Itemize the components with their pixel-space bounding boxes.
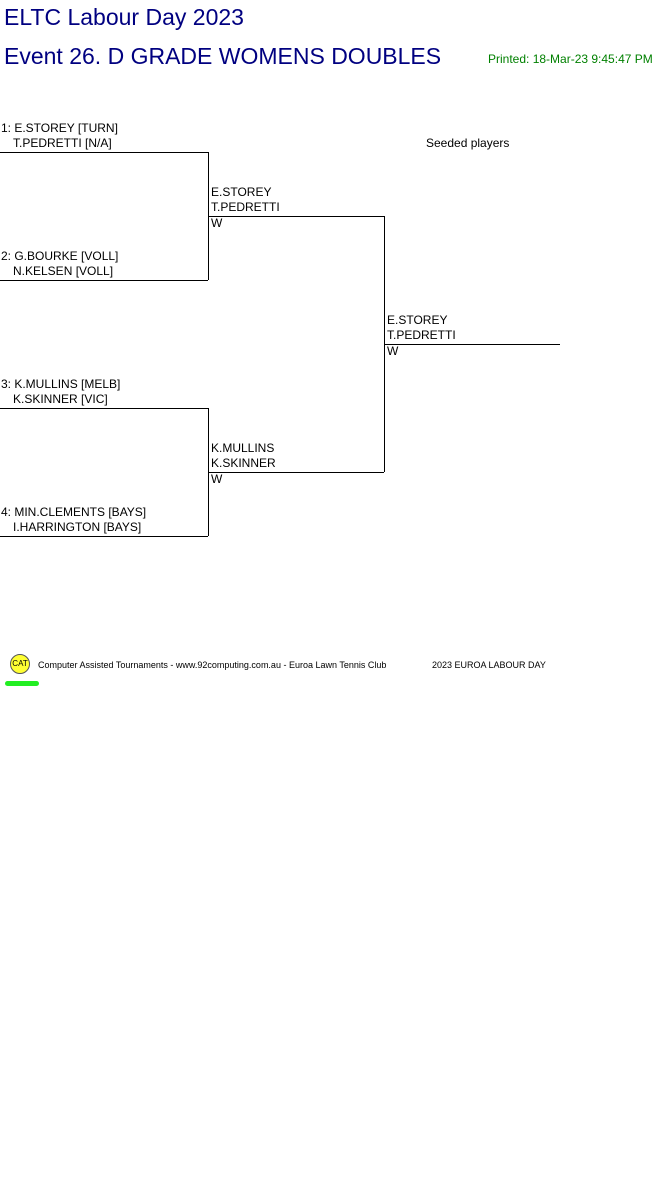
final-winner-partner: T.PEDRETTI xyxy=(387,328,456,342)
event-title: Event 26. D GRADE WOMENS DOUBLES xyxy=(4,43,442,69)
cat-logo-underline xyxy=(5,681,39,686)
tournament-title: ELTC Labour Day 2023 xyxy=(4,4,244,30)
bracket-line xyxy=(0,408,208,409)
player-name: K.MULLINS [MELB] xyxy=(14,377,121,391)
player-name: E.STOREY [TURN] xyxy=(14,121,118,135)
player-name: MIN.CLEMENTS [BAYS] xyxy=(14,505,147,519)
seed-number: 4: xyxy=(1,505,15,519)
bracket-line xyxy=(208,216,384,217)
player-name: G.BOURKE [VOLL] xyxy=(14,249,119,263)
partner-name: I.HARRINGTON [BAYS] xyxy=(13,520,142,534)
bracket-line xyxy=(0,536,208,537)
footer-credit: Computer Assisted Tournaments - www.92co… xyxy=(38,660,387,670)
semifinal-winner-2-partner: K.SKINNER xyxy=(211,456,276,470)
bracket-line xyxy=(384,344,560,345)
semifinal-winner-1-player: E.STOREY xyxy=(211,185,272,199)
seed-number: 1: xyxy=(1,121,15,135)
draw-entry-4: 4: MIN.CLEMENTS [BAYS] xyxy=(1,505,146,520)
partner-name: T.PEDRETTI [N/A] xyxy=(13,136,112,150)
match-result: W xyxy=(211,216,223,230)
seed-number: 3: xyxy=(1,377,15,391)
seeded-players-label: Seeded players xyxy=(426,136,510,150)
semifinal-winner-2-player: K.MULLINS xyxy=(211,441,275,455)
bracket-line xyxy=(208,472,384,473)
printed-timestamp: Printed: 18-Mar-23 9:45:47 PM xyxy=(488,52,653,66)
final-winner-player: E.STOREY xyxy=(387,313,448,327)
footer-tournament: 2023 EUROA LABOUR DAY xyxy=(432,660,546,670)
draw-entry-2: 2: G.BOURKE [VOLL] xyxy=(1,249,118,264)
partner-name: K.SKINNER [VIC] xyxy=(13,392,108,406)
match-result: W xyxy=(211,472,223,486)
draw-entry-3: 3: K.MULLINS [MELB] xyxy=(1,377,120,392)
bracket-line xyxy=(0,280,208,281)
cat-logo-icon: CAT xyxy=(10,654,30,674)
draw-entry-1: 1: E.STOREY [TURN] xyxy=(1,121,118,136)
bracket-line xyxy=(0,152,208,153)
match-result: W xyxy=(387,344,399,358)
semifinal-winner-1-partner: T.PEDRETTI xyxy=(211,200,280,214)
seed-number: 2: xyxy=(1,249,15,263)
partner-name: N.KELSEN [VOLL] xyxy=(13,264,114,278)
